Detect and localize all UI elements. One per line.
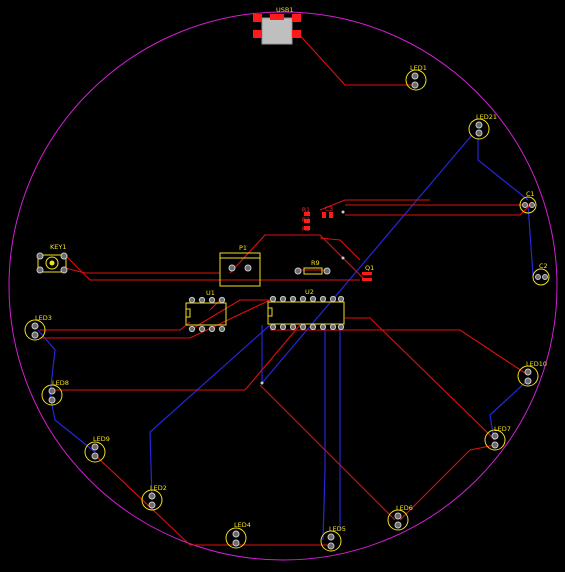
- led8-label: LED8: [52, 379, 69, 387]
- u1-label: U1: [206, 289, 215, 297]
- r2-label: R2: [302, 217, 310, 224]
- board-outline: [8, 11, 558, 561]
- usb-connector[interactable]: USB1: [253, 6, 301, 45]
- led6-label: LED6: [396, 504, 413, 512]
- c1-footprint[interactable]: C1: [519, 190, 537, 214]
- led1-label: LED1: [410, 64, 427, 72]
- c1-label: C1: [526, 190, 535, 198]
- led9-label: LED9: [93, 435, 110, 443]
- led6-footprint[interactable]: LED6: [387, 504, 413, 531]
- led4-label: LED4: [234, 521, 251, 529]
- led3-footprint[interactable]: LED3: [24, 314, 52, 341]
- c2-footprint[interactable]: C2: [532, 262, 550, 286]
- led4-footprint[interactable]: LED4: [225, 521, 251, 549]
- led7-footprint[interactable]: LED7: [484, 425, 511, 451]
- u2-label: U2: [305, 288, 314, 296]
- u2-footprint[interactable]: U2: [267, 288, 345, 331]
- u1-footprint[interactable]: U1: [185, 289, 227, 333]
- top-copper-traces: [40, 29, 531, 546]
- key1-label: KEY1: [50, 243, 66, 251]
- led3-label: LED3: [35, 314, 52, 322]
- led1-footprint[interactable]: LED1: [405, 64, 427, 91]
- p1-footprint[interactable]: P1: [219, 244, 261, 287]
- key1-footprint[interactable]: KEY1: [36, 243, 68, 274]
- r1-label: R1: [302, 207, 310, 214]
- r3-label: R3: [302, 226, 310, 233]
- led5-footprint[interactable]: LED5: [320, 525, 346, 552]
- c2-label: C2: [539, 262, 548, 270]
- q1-footprint[interactable]: Q1: [362, 264, 374, 281]
- usb1-label: USB1: [276, 6, 293, 14]
- vias: [260, 210, 345, 385]
- led2-label: LED2: [150, 484, 167, 492]
- r9-label: R9: [311, 259, 320, 267]
- led21-label: LED21: [476, 113, 497, 121]
- r9-footprint[interactable]: R9: [294, 259, 331, 275]
- led5-label: LED5: [329, 525, 346, 533]
- bottom-copper-traces: [37, 134, 534, 541]
- led-footprints: LED1 LED21 C1 C2 LED3: [24, 64, 550, 552]
- led10-footprint[interactable]: LED10: [517, 360, 547, 387]
- led10-label: LED10: [526, 360, 547, 368]
- led21-footprint[interactable]: LED21: [468, 113, 497, 140]
- led7-label: LED7: [494, 425, 511, 433]
- q1-label: Q1: [365, 264, 374, 272]
- led2-footprint[interactable]: LED2: [141, 484, 167, 511]
- smd-passives-cluster[interactable]: R1 R2 R3 C3: [302, 206, 333, 233]
- led8-footprint[interactable]: LED8: [41, 379, 69, 406]
- led9-footprint[interactable]: LED9: [84, 435, 110, 463]
- p1-label: P1: [239, 244, 247, 252]
- c3-label: C3: [325, 206, 333, 213]
